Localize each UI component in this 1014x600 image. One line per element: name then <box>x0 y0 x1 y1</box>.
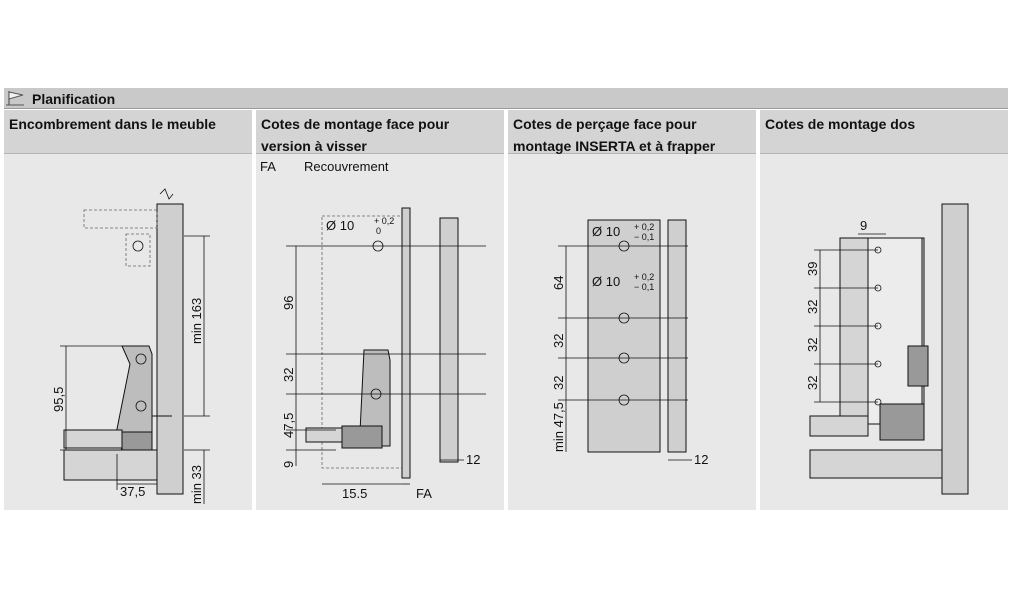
dim-fa: FA <box>416 486 432 501</box>
page-title: Planification <box>32 91 116 107</box>
label-hole-2: Ø 10 <box>592 274 620 289</box>
label-tol-plus-2: + 0,2 <box>634 272 654 282</box>
dim-15-5: 15.5 <box>342 486 367 501</box>
label-tol-minus: − 0,1 <box>634 232 654 242</box>
dim-12: 12 <box>466 452 480 467</box>
flag-icon <box>6 91 24 106</box>
dim-9: 9 <box>281 461 296 468</box>
label-hole: Ø 10 <box>326 218 354 233</box>
dim-64: 64 <box>551 276 566 290</box>
dim-32-c: 32 <box>805 376 820 390</box>
column-encombrement: Encombrement dans le meuble min 163 95,5… <box>4 110 252 510</box>
dim-12: 12 <box>694 452 708 467</box>
column-title: Encombrement dans le meuble <box>4 110 252 154</box>
diagram-percage-face: Ø 10 + 0,2 − 0,1 Ø 10 + 0,2 − 0,1 64 32 … <box>551 219 708 467</box>
section-header: Planification <box>4 88 1008 109</box>
dim-37-5: 37,5 <box>120 484 145 499</box>
column-percage-face: Cotes de perçage face pour montage INSER… <box>508 110 756 510</box>
dim-min-33: min 33 <box>189 465 204 504</box>
dim-32-a: 32 <box>551 334 566 348</box>
label-tol-minus-2: − 0,1 <box>634 282 654 292</box>
dim-9: 9 <box>860 218 867 233</box>
dim-47-5: 47,5 <box>281 413 296 438</box>
dim-min-47-5: min 47,5 <box>551 402 566 452</box>
column-title: Cotes de montage dos <box>760 110 1008 154</box>
dim-32-a: 32 <box>805 300 820 314</box>
label-hole-1: Ø 10 <box>592 224 620 239</box>
dim-min-163: min 163 <box>189 298 204 344</box>
dim-32-b: 32 <box>551 376 566 390</box>
dim-32: 32 <box>281 368 296 382</box>
label-tol-plus: + 0,2 <box>374 216 394 226</box>
diagram-montage-face: FA Recouvrement Ø 10 + 0,2 0 96 32 47,5 … <box>260 159 486 501</box>
column-montage-face: Cotes de montage face pour version à vis… <box>256 110 504 510</box>
label-tol-minus: 0 <box>376 226 381 236</box>
column-title: Cotes de perçage face pour montage INSER… <box>508 110 756 154</box>
dim-32-b: 32 <box>805 338 820 352</box>
dim-96: 96 <box>281 296 296 310</box>
dim-39: 39 <box>805 262 820 276</box>
label-recouvrement: Recouvrement <box>304 159 389 174</box>
label-fa: FA <box>260 159 276 174</box>
diagram-encombrement: min 163 95,5 37,5 min 33 <box>51 188 210 504</box>
label-tol-plus: + 0,2 <box>634 222 654 232</box>
diagram-montage-dos: 9 39 32 32 32 <box>805 203 969 495</box>
column-montage-dos: Cotes de montage dos 9 39 32 32 32 <box>760 110 1008 510</box>
column-title: Cotes de montage face pour version à vis… <box>256 110 504 154</box>
dim-95-5: 95,5 <box>51 387 66 412</box>
